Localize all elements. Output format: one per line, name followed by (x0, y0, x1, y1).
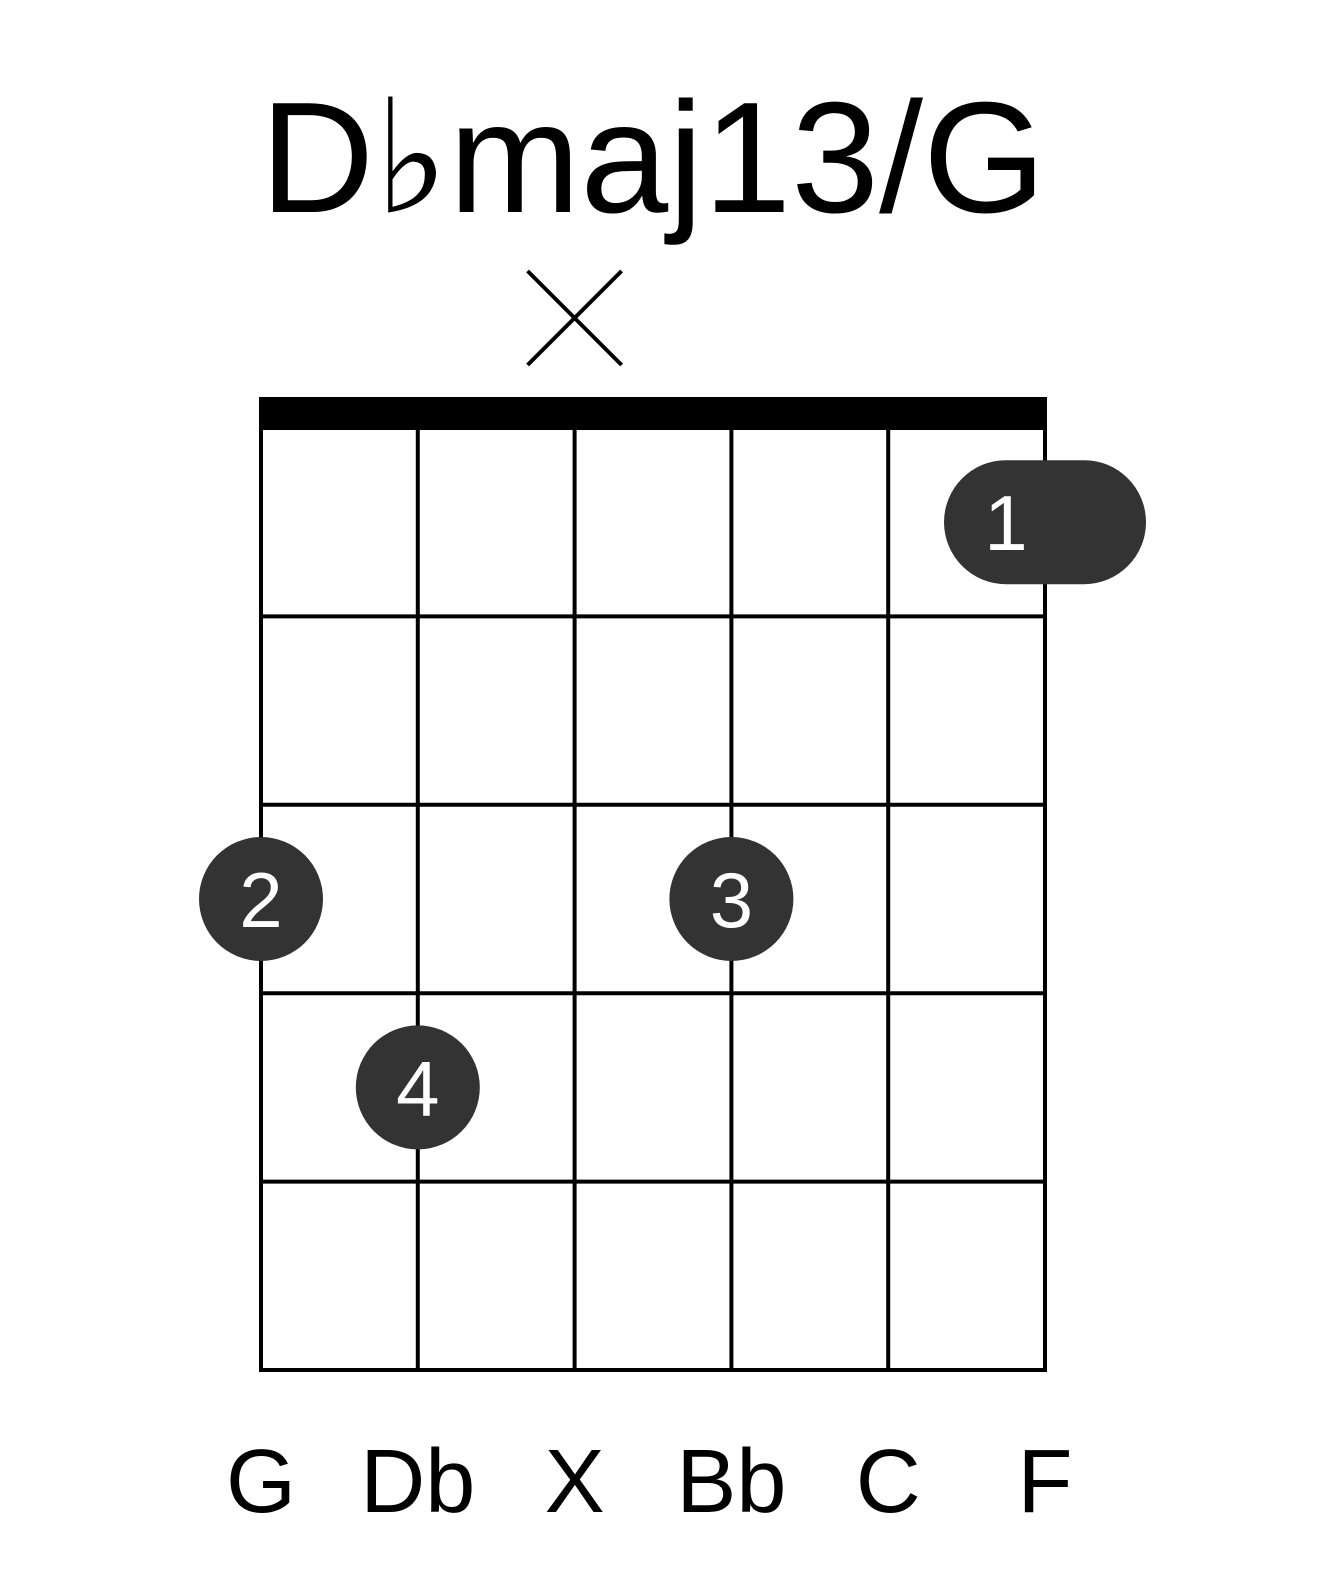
finger-label: 2 (239, 856, 282, 944)
finger-dot-1: 1 (944, 460, 1146, 585)
finger-dot-4: 4 (355, 1025, 480, 1150)
string-note-label: X (545, 1432, 605, 1532)
finger-label: 3 (710, 856, 753, 944)
string-note-label: Bb (676, 1432, 786, 1532)
string-markers (526, 269, 624, 367)
finger-positions: 1 2 3 4 (199, 460, 1146, 1150)
finger-dot-2: 2 (199, 837, 323, 961)
string-note-label: C (856, 1432, 921, 1532)
string-note-label: G (226, 1432, 296, 1532)
string-note-label: F (1018, 1432, 1073, 1532)
finger-dot-shape (355, 1025, 480, 1150)
finger-label: 1 (984, 479, 1027, 567)
string-note-label: Db (360, 1432, 475, 1532)
finger-label: 4 (396, 1044, 439, 1132)
finger-dot-shape (944, 460, 1146, 585)
nut (259, 397, 1047, 430)
fretboard-grid (259, 397, 1047, 1372)
finger-dot-shape (669, 837, 794, 961)
finger-dot-shape (199, 837, 323, 961)
chord-title: D♭maj13/G (260, 70, 1046, 246)
x-mute-icon (526, 269, 624, 367)
finger-dot-3: 3 (669, 837, 794, 961)
